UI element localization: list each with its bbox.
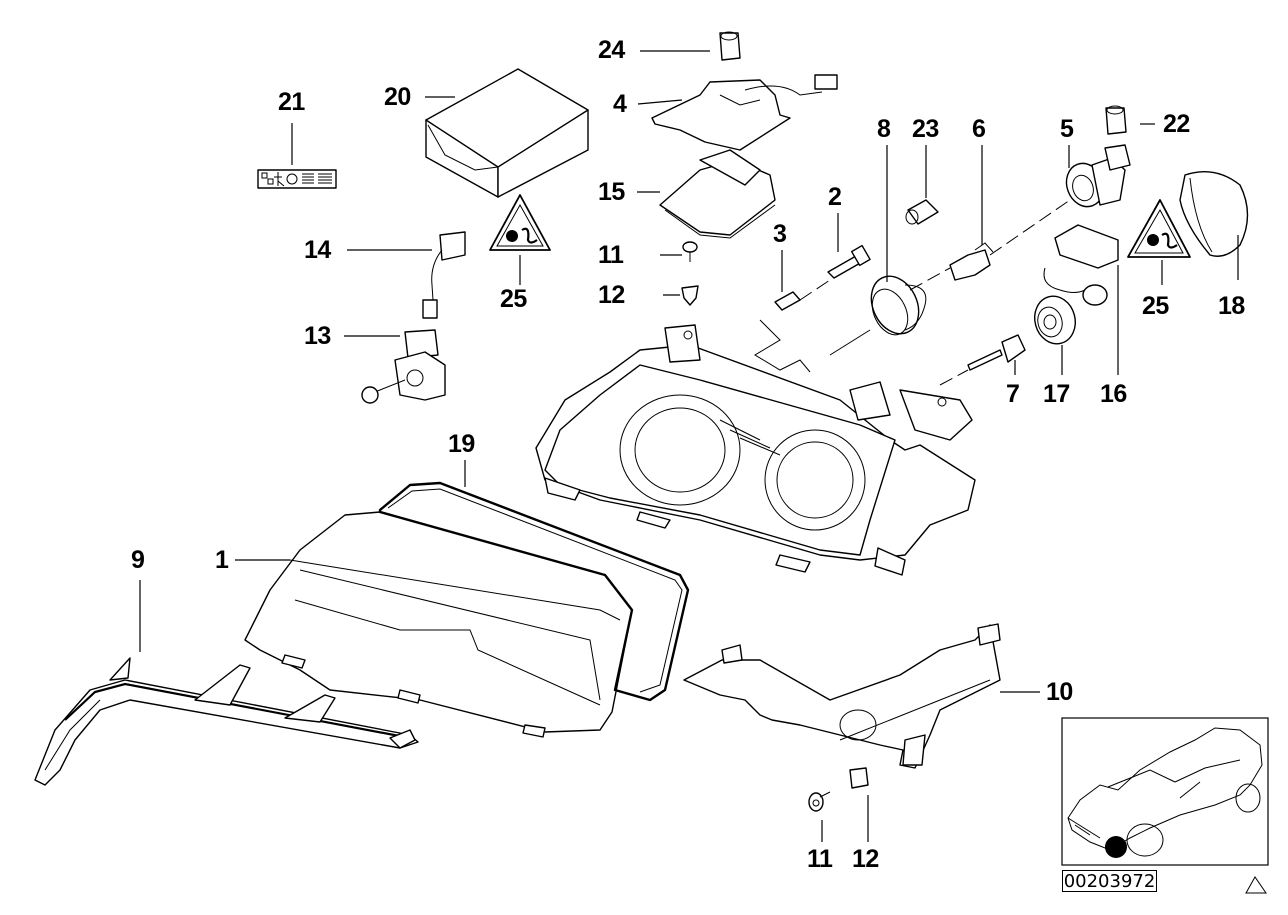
- adjusting-motor[interactable]: [361, 329, 446, 404]
- lens-cover[interactable]: [244, 511, 633, 738]
- callout-5[interactable]: 5: [1060, 115, 1074, 143]
- info-label[interactable]: [257, 169, 337, 189]
- callout-4[interactable]: 4: [613, 90, 627, 118]
- corner-triangle-icon: [1245, 876, 1267, 894]
- part-number: 00203972: [1062, 870, 1157, 892]
- callout-1[interactable]: 1: [215, 546, 229, 574]
- cap-17[interactable]: [1029, 292, 1080, 349]
- ballast-module[interactable]: [1043, 224, 1119, 306]
- callout-7[interactable]: 7: [1006, 380, 1020, 408]
- headlight-housing[interactable]: [535, 324, 976, 576]
- locator-inset: [1061, 717, 1269, 866]
- callout-2[interactable]: 2: [828, 183, 842, 211]
- callout-21[interactable]: 21: [278, 88, 305, 116]
- callout-25-right[interactable]: 25: [1142, 292, 1169, 320]
- halogen-bulb[interactable]: [949, 242, 994, 281]
- callout-25-left[interactable]: 25: [500, 285, 527, 313]
- callout-10[interactable]: 10: [1046, 678, 1073, 706]
- callout-8[interactable]: 8: [877, 115, 891, 143]
- warning-sticker[interactable]: [1127, 199, 1191, 258]
- small-bulb[interactable]: [774, 291, 801, 311]
- bulb-holder[interactable]: [1061, 144, 1131, 212]
- callout-12-bottom[interactable]: 12: [852, 845, 879, 873]
- control-unit[interactable]: [659, 149, 776, 239]
- clip-12-top[interactable]: [681, 285, 699, 306]
- screw-11-top[interactable]: [682, 241, 698, 262]
- callout-22[interactable]: 22: [1163, 110, 1190, 138]
- connector-23[interactable]: [905, 199, 939, 225]
- warning-sticker[interactable]: [489, 194, 551, 251]
- assembly-lines: [754, 199, 1071, 386]
- screw-11-bottom[interactable]: [808, 791, 831, 812]
- highlight-marker: [1105, 836, 1127, 858]
- callout-11-top[interactable]: 11: [598, 241, 624, 269]
- callout-16[interactable]: 16: [1100, 380, 1127, 408]
- trim-strip[interactable]: [34, 657, 419, 786]
- callout-18[interactable]: 18: [1218, 292, 1245, 320]
- callout-23[interactable]: 23: [912, 115, 939, 143]
- xenon-bulb[interactable]: [967, 334, 1026, 371]
- callout-15[interactable]: 15: [598, 178, 625, 206]
- clip-12-bottom[interactable]: [849, 767, 869, 789]
- callout-6[interactable]: 6: [972, 115, 986, 143]
- callout-13[interactable]: 13: [304, 322, 331, 350]
- callout-17[interactable]: 17: [1043, 380, 1070, 408]
- callout-11-bottom[interactable]: 11: [807, 845, 833, 873]
- cover-cap[interactable]: [862, 269, 927, 342]
- wiring-adapter[interactable]: [422, 231, 466, 319]
- callout-9[interactable]: 9: [131, 546, 145, 574]
- repair-kit-box[interactable]: [425, 68, 589, 198]
- callout-12-top[interactable]: 12: [598, 281, 625, 309]
- callout-20[interactable]: 20: [384, 83, 411, 111]
- callout-14[interactable]: 14: [304, 236, 331, 264]
- callout-19[interactable]: 19: [448, 430, 475, 458]
- callout-3[interactable]: 3: [773, 220, 787, 248]
- rear-cover[interactable]: [1179, 171, 1249, 257]
- bulb-socket[interactable]: [827, 244, 871, 279]
- igniter-bracket[interactable]: [651, 74, 838, 151]
- support-bracket[interactable]: [683, 623, 1001, 769]
- seal-gasket[interactable]: [378, 481, 690, 702]
- leader-lines: [139, 50, 1239, 842]
- callout-24[interactable]: 24: [598, 36, 625, 64]
- connector-24[interactable]: [719, 31, 741, 61]
- connector-22[interactable]: [1105, 105, 1127, 135]
